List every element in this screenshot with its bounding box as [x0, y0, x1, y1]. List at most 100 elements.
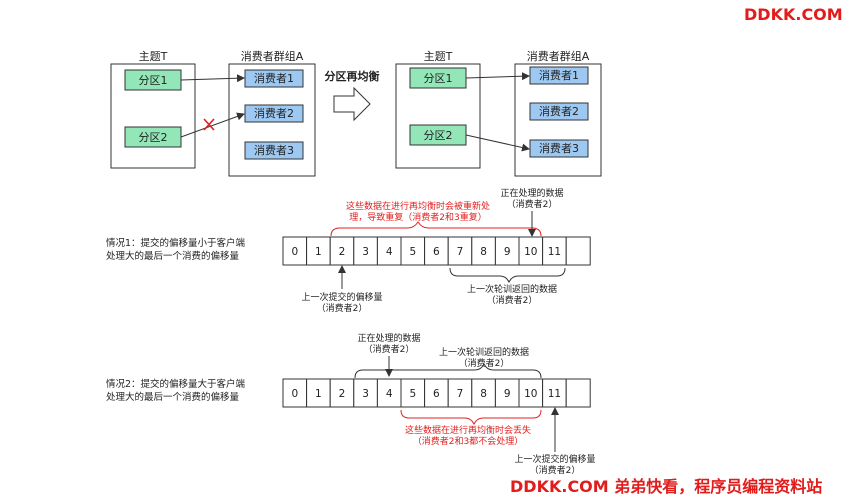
- case2-cell-6: 6: [424, 378, 449, 408]
- case1-cell-4: 4: [376, 236, 402, 266]
- case2-cell-5: 5: [400, 378, 426, 408]
- case2-cell-label-6: 6: [433, 388, 440, 400]
- svg-text:分区1: 分区1: [139, 74, 168, 87]
- case2-cell-0: 0: [282, 378, 308, 408]
- case2-cell-label-0: 0: [291, 388, 298, 400]
- before-consumer-1: 消费者1: [244, 69, 304, 88]
- after-topic-title: 主题T: [424, 50, 453, 63]
- case2-cell-3: 3: [353, 378, 378, 408]
- case2-cell-7: 7: [447, 378, 473, 408]
- case1-cell-3: 3: [353, 236, 378, 266]
- before-arrow-p2-c2: [180, 112, 245, 138]
- after-group-title: 消费者群组A: [527, 49, 590, 63]
- case2-label-line1: 情况2：提交的偏移量大于客户端: [106, 378, 246, 390]
- case2-committed-line2: （消费者2）: [530, 464, 581, 476]
- case1-returned-line1: 上一次轮训返回的数据: [467, 283, 557, 295]
- brand-bottom: DDKK.COM 弟弟快看，程序员编程资料站: [510, 477, 822, 496]
- case2-cell-8: 8: [471, 378, 496, 408]
- after-partition-2: 分区2: [409, 124, 467, 146]
- after-consumer-3: 消费者3: [529, 139, 589, 158]
- case1-cell-12: [565, 236, 591, 266]
- case2-cell-label-11: 11: [548, 388, 561, 400]
- case2-processing-line2: （消费者2）: [364, 343, 415, 355]
- case1-processing-line1: 正在处理的数据: [500, 187, 563, 199]
- case1-cell-label-0: 0: [291, 246, 298, 258]
- before-consumer-3: 消费者3: [244, 141, 304, 160]
- case2-cell-10: 10: [518, 378, 544, 408]
- case1-cell-label-10: 10: [524, 246, 537, 258]
- svg-text:消费者3: 消费者3: [539, 141, 579, 155]
- svg-text:分区1: 分区1: [424, 72, 453, 85]
- case1-cell-7: 7: [447, 236, 473, 266]
- case1-cell-0: 0: [282, 236, 308, 266]
- case1-cell-label-6: 6: [433, 246, 440, 258]
- case1-cell-label-2: 2: [339, 246, 346, 258]
- case1-cell-label-7: 7: [457, 246, 464, 258]
- case2-cell-label-8: 8: [480, 388, 487, 400]
- after-consumer-1: 消费者1: [529, 66, 589, 85]
- rebalance-arrow-icon: [333, 86, 371, 122]
- case1-cell-6: 6: [424, 236, 449, 266]
- case2-returned-line1: 上一次轮训返回的数据: [439, 346, 529, 358]
- before-arrow-p1-c1: [180, 74, 245, 83]
- case1-cell-8: 8: [471, 236, 496, 266]
- after-arrow-p1-c1: [465, 72, 530, 81]
- case1-cell-label-8: 8: [480, 246, 487, 258]
- case2-cell-12: [565, 378, 591, 408]
- before-topic-title: 主题T: [139, 50, 168, 63]
- svg-text:消费者2: 消费者2: [254, 106, 294, 120]
- rebalance-label: 分区再均衡: [325, 69, 380, 83]
- before-consumer-2: 消费者2: [244, 104, 304, 123]
- case1-cell-2: 2: [329, 236, 355, 266]
- case1-red-brace: [330, 221, 542, 237]
- cross-icon: [203, 118, 215, 131]
- case2-red-brace: [400, 409, 542, 426]
- case1-cell-label-9: 9: [504, 246, 511, 258]
- case2-cell-label-9: 9: [504, 388, 511, 400]
- svg-text:消费者1: 消费者1: [254, 71, 294, 85]
- case1-cell-label-1: 1: [315, 246, 322, 258]
- before-group-title: 消费者群组A: [241, 49, 304, 63]
- before-partition-1: 分区1: [124, 69, 182, 91]
- svg-text:分区2: 分区2: [424, 129, 453, 142]
- case2-cell-label-10: 10: [524, 388, 537, 400]
- case1-cell-10: 10: [518, 236, 544, 266]
- case1-processing-line2: （消费者2）: [507, 198, 558, 210]
- case1-red-note-line1: 这些数据在进行再均衡时会被重新处: [346, 200, 490, 212]
- brand-top: DDKK.COM: [744, 5, 843, 24]
- after-partition-1: 分区1: [409, 67, 467, 89]
- case2-label-line2: 处理大的最后一个消费的偏移量: [106, 391, 240, 403]
- case2-cell-9: 9: [494, 378, 520, 408]
- case2-cell-label-1: 1: [315, 388, 322, 400]
- case1-cell-5: 5: [400, 236, 426, 266]
- case2-processing-line1: 正在处理的数据: [357, 332, 420, 344]
- before-topic-box: 主题T: [110, 50, 196, 169]
- case1-cell-label-3: 3: [362, 246, 369, 258]
- case1-cell-1: 1: [306, 236, 331, 266]
- case1-cell-9: 9: [494, 236, 520, 266]
- svg-text:分区2: 分区2: [139, 131, 168, 144]
- case1-returned-brace: [449, 267, 566, 284]
- case2-cell-label-4: 4: [386, 388, 393, 400]
- case2-cell-label-5: 5: [409, 388, 416, 400]
- case2-cell-label-3: 3: [362, 388, 369, 400]
- case1-cell-11: 11: [542, 236, 567, 266]
- case1-label-line2: 处理大的最后一个消费的偏移量: [106, 250, 240, 262]
- after-arrow-p2-c3: [465, 134, 530, 152]
- case2-cell-2: 2: [329, 378, 355, 408]
- after-consumer-2: 消费者2: [529, 102, 589, 121]
- case2-cell-label-2: 2: [339, 388, 346, 400]
- case2-cell-4: 4: [376, 378, 402, 408]
- case2-cell-label-7: 7: [457, 388, 464, 400]
- case1-committed-line2: （消费者2）: [317, 302, 368, 314]
- case1-returned-line2: （消费者2）: [487, 294, 538, 306]
- before-partition-2: 分区2: [124, 126, 182, 148]
- case2-cell-11: 11: [542, 378, 567, 408]
- case1-committed-line1: 上一次提交的偏移量: [301, 291, 382, 303]
- case1-cell-label-5: 5: [409, 246, 416, 258]
- case2-offset-row: 0 1 2 3 4 5 6 7 8 9 10 11: [282, 378, 591, 408]
- case1-cell-label-11: 11: [548, 246, 561, 258]
- case2-committed-line1: 上一次提交的偏移量: [514, 453, 595, 465]
